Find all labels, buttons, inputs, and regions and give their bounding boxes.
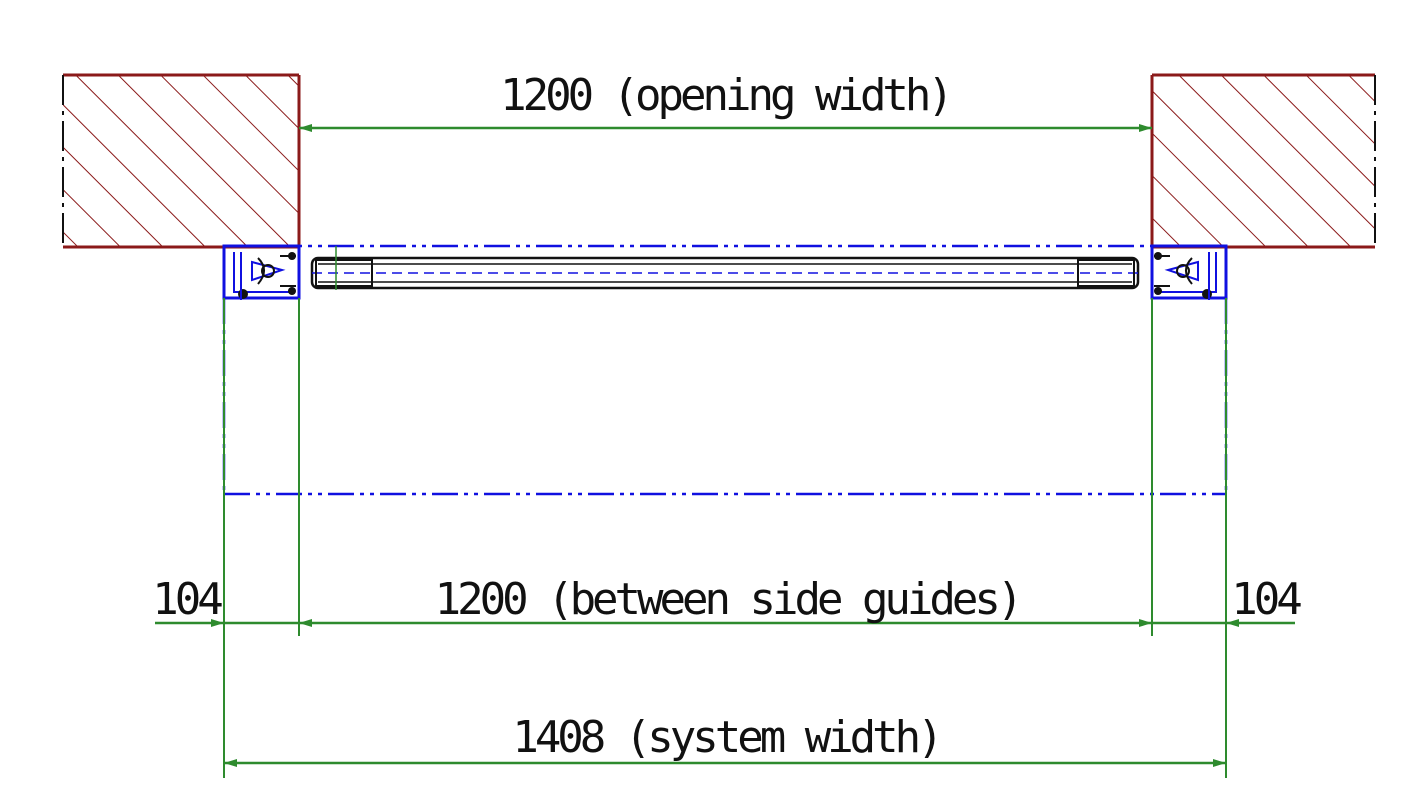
extension-lines [223, 298, 1227, 778]
left-side-guide [222, 244, 301, 300]
left-guide-width-label: 104 [152, 574, 222, 625]
right-side-guide [1150, 244, 1228, 300]
left-wall [62, 73, 301, 249]
between-side-guides-label: 1200 (between side guides) [435, 574, 1020, 625]
right-guide-width-label: 104 [1231, 574, 1301, 625]
opening-width-dimension [299, 124, 1152, 132]
guide-dimension-arrows [211, 619, 1239, 627]
system-width-label: 1408 (system width) [512, 712, 939, 763]
system-width-dimension [224, 759, 1226, 767]
right-wall [1150, 73, 1376, 249]
opening-width-label: 1200 (opening width) [500, 70, 950, 121]
bottom-bar-profile [310, 246, 1140, 290]
system-envelope-outline [222, 244, 1228, 496]
